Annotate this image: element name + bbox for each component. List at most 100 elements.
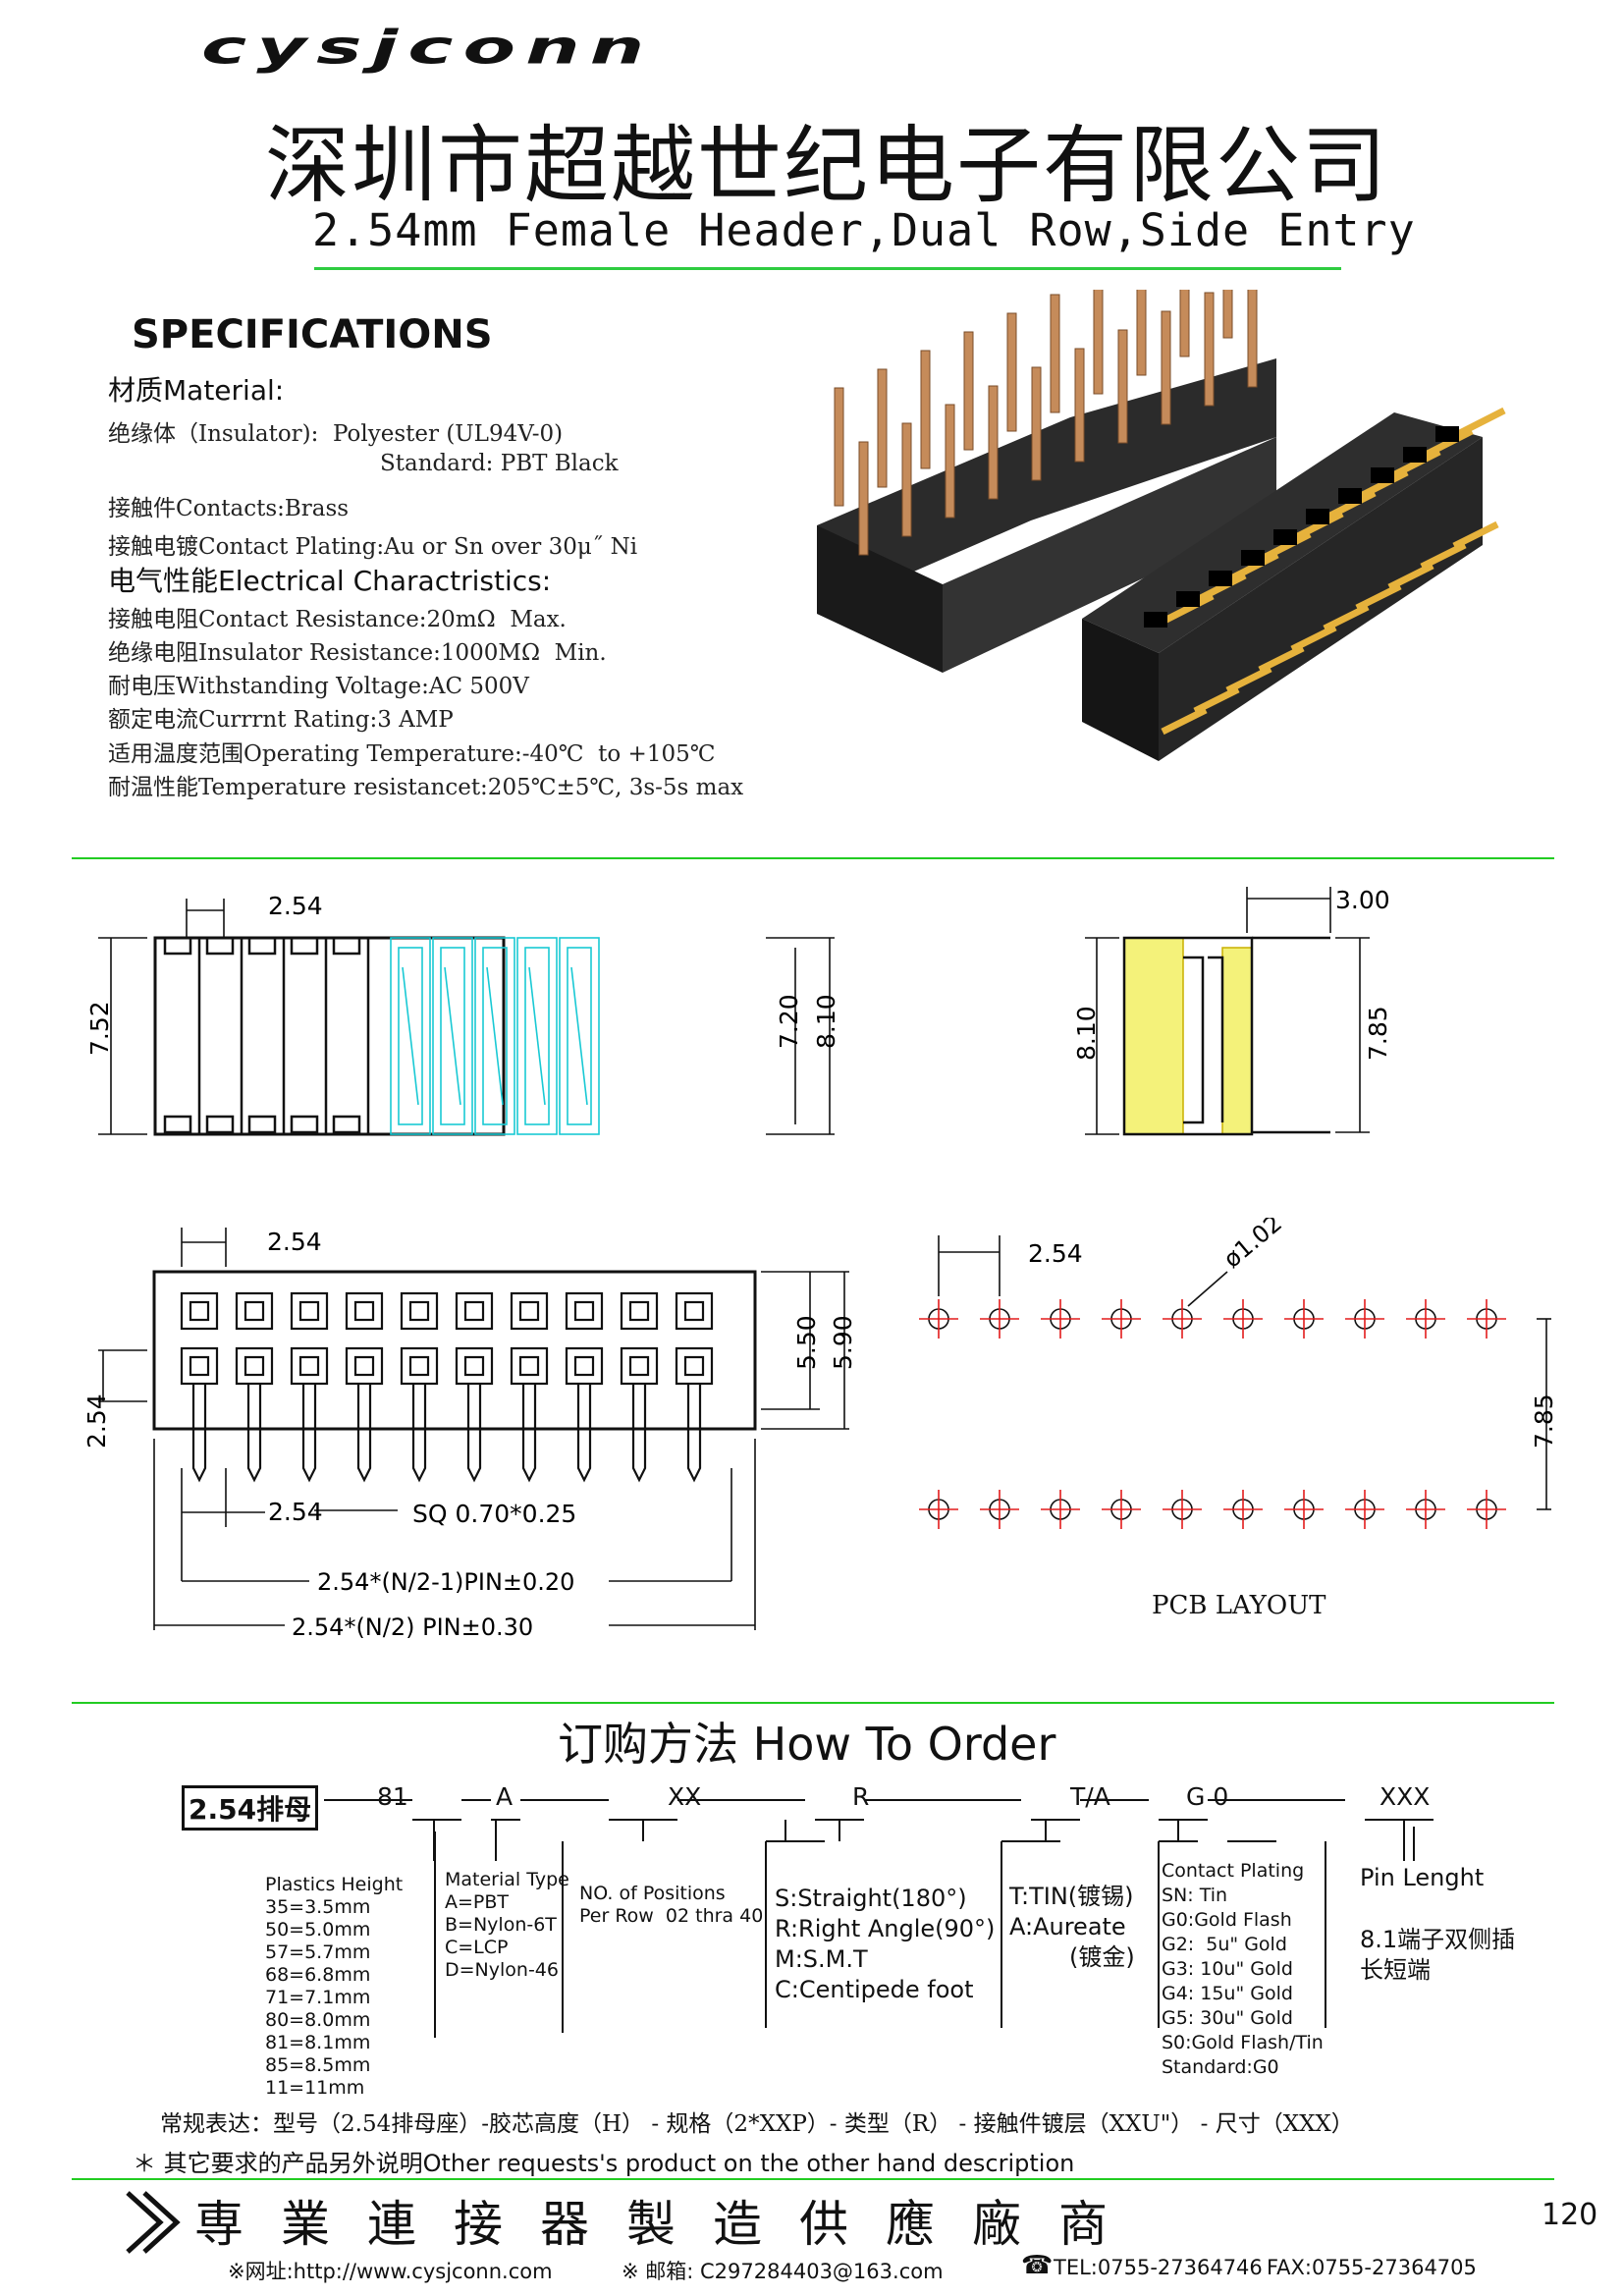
socket-bottom-inner (573, 1355, 595, 1377)
pin-leg (246, 1385, 262, 1483)
front-view-drawing: 2.54 2.54 2.54 SQ 0.70*0.25 5.50 5.90 2.… (82, 1228, 857, 1641)
side-height-right: 7.85 (1364, 1006, 1389, 1061)
company-logo: cysjconn (201, 22, 655, 75)
socket (1176, 591, 1200, 607)
chevron-logo-icon (126, 2191, 181, 2254)
pin (1074, 348, 1085, 463)
socket-bottom (180, 1346, 219, 1386)
socket (1241, 550, 1265, 566)
pin (858, 441, 869, 556)
top-height-left: 7.52 (85, 1001, 114, 1056)
how-to-order-heading: 订购方法 How To Order (558, 1718, 1056, 1771)
type-options: S:Straight(180°) R:Right Angle(90°) M:S.… (775, 1885, 996, 2003)
cyan-contact (482, 947, 508, 1125)
cyan-cell (432, 937, 473, 1135)
socket-top (620, 1291, 659, 1331)
socket-bottom-inner (189, 1355, 210, 1377)
spec-voltage: 耐电压Withstanding Voltage:AC 500V (108, 674, 529, 699)
socket-bottom-inner (628, 1355, 650, 1377)
pin (945, 404, 955, 519)
cyan-line (528, 966, 546, 1106)
pin-leg (191, 1385, 207, 1483)
code-positions: XX (668, 1782, 702, 1811)
socket-bottom (620, 1346, 659, 1386)
top-cell (163, 1115, 192, 1134)
socket-top-inner (463, 1300, 485, 1322)
pin-leg (466, 1385, 482, 1483)
pin (1420, 541, 1467, 571)
company-name-cn: 深圳市超越世纪电子有限公司 (265, 117, 1388, 215)
footer-slogan: 専業連接器製造供應廠商 (194, 2196, 1145, 2253)
socket-bottom-inner (683, 1355, 705, 1377)
pin (1290, 624, 1337, 653)
spec-contact-resistance: 接触电阻Contact Resistance:20mΩ Max. (108, 607, 567, 632)
pin-leg (686, 1385, 702, 1483)
pin (1221, 551, 1279, 586)
socket-top (675, 1291, 714, 1331)
socket-bottom (675, 1346, 714, 1386)
plating-options: Contact Plating SN: Tin G0:Gold Flash G2… (1162, 1860, 1324, 2078)
pin (1050, 294, 1060, 413)
specifications-heading: SPECIFICATIONS (132, 312, 493, 357)
socket-bottom (235, 1346, 274, 1386)
pin (1222, 290, 1233, 339)
socket-top-inner (353, 1300, 375, 1322)
pin (1193, 685, 1240, 715)
socket-top (345, 1291, 384, 1331)
top-pitch-label: 2.54 (268, 892, 323, 920)
pin-size-label: SQ 0.70*0.25 (412, 1500, 576, 1528)
footer-tel: TEL:0755-27364746 (1054, 2256, 1263, 2279)
socket-top (400, 1291, 439, 1331)
normal-expression: 常规表达：型号（2.54排母座）-胶芯高度（H） - 规格（2*XXP）- 类型… (160, 2111, 1354, 2137)
pin (1416, 427, 1474, 463)
footer-email: ※ 邮箱: C297284403@163.com (622, 2260, 944, 2283)
pcb-row-spacing: 7.85 (1530, 1394, 1558, 1449)
cyan-contact (567, 947, 592, 1125)
pin-span-dim: 2.54*(N/2-1)PIN±0.20 (317, 1568, 574, 1596)
body-height-2: 5.90 (829, 1315, 857, 1370)
body-span-dim: 2.54*(N/2) PIN±0.30 (292, 1613, 533, 1641)
socket-top (510, 1291, 549, 1331)
pcb-layout-label: PCB LAYOUT (1152, 1591, 1326, 1620)
socket-bottom-inner (463, 1355, 485, 1377)
spec-temperature: 适用温度范围Operating Temperature:-40℃ to +105… (108, 741, 716, 767)
socket-bottom-inner (353, 1355, 375, 1377)
pin (1093, 290, 1104, 395)
front-pitch-top: 2.54 (267, 1228, 322, 1256)
pin (1179, 290, 1190, 357)
socket (1403, 447, 1427, 463)
socket-bottom (345, 1346, 384, 1386)
spec-plating: 接触电镀Contact Plating:Au or Sn over 30μ˝ N… (108, 534, 638, 560)
pin (963, 331, 974, 451)
part-prefix: 2.54排母 (182, 1785, 319, 1831)
socket-bottom-inner (243, 1355, 265, 1377)
top-cell (332, 1115, 361, 1134)
cyan-line (444, 966, 461, 1106)
socket (1144, 612, 1167, 628)
front-pitch-bottom: 2.54 (268, 1498, 323, 1526)
top-cell (205, 1115, 235, 1134)
divider-3 (72, 2178, 1554, 2180)
pin (1006, 312, 1017, 432)
title-underline (314, 267, 1341, 270)
positions-options: NO. of Positions Per Row 02 thra 40 (579, 1883, 764, 1927)
pin (1117, 329, 1128, 444)
side-height-left: 8.10 (1072, 1006, 1101, 1061)
socket-bottom-inner (408, 1355, 430, 1377)
pin (1254, 530, 1312, 566)
plastic-height-options: Plastics Height 35=3.5mm 50=5.0mm 57=5.7… (265, 1874, 404, 2099)
pin (1189, 572, 1247, 607)
top-inner-height: 7.20 (775, 994, 803, 1049)
code-type: R (852, 1782, 870, 1811)
code-plating: G 0 (1186, 1782, 1229, 1811)
cyan-cell (474, 937, 515, 1135)
material-title: 材质Material: (108, 374, 285, 407)
pin-leg (631, 1385, 647, 1483)
pcb-hole-label: ø1.02 (1218, 1218, 1287, 1274)
cyan-line (486, 966, 504, 1106)
socket-top-inner (243, 1300, 265, 1322)
socket-top-inner (683, 1300, 705, 1322)
socket (1435, 426, 1459, 442)
socket-bottom-inner (518, 1355, 540, 1377)
footer-fax: FAX:0755-27364705 (1267, 2256, 1477, 2279)
